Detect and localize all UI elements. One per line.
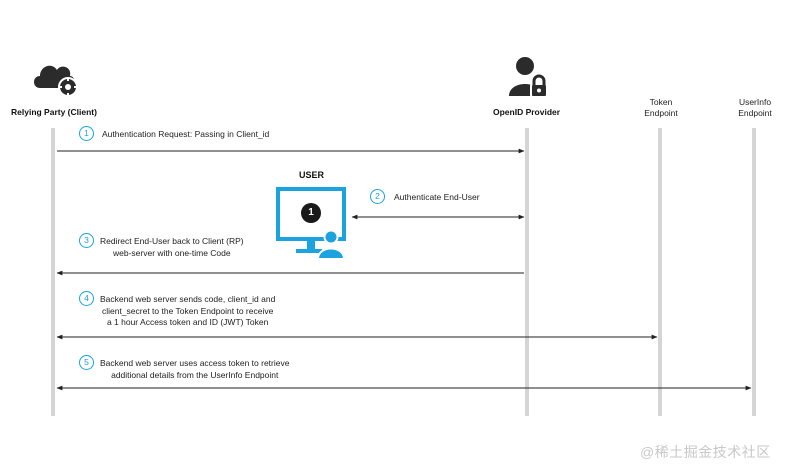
token-endpoint-label-line1: Token	[649, 97, 673, 107]
userinfo-endpoint-lifeline	[752, 128, 756, 416]
step-5-line-1: Backend web server uses access token to …	[100, 358, 290, 368]
token-endpoint-lifeline	[658, 128, 662, 416]
step-1-number: 1	[79, 126, 94, 141]
step-3-line-2: web-server with one-time Code	[112, 247, 231, 258]
step-3-line-1: Redirect End-User back to Client (RP)	[100, 236, 244, 246]
openid-provider-lifeline	[525, 128, 529, 416]
user-lock-icon	[509, 57, 548, 98]
step-3-number: 3	[79, 233, 94, 248]
step-4-line-2: client_secret to the Token Endpoint to r…	[101, 305, 274, 316]
step-4-text: Backend web server sends code, client_id…	[100, 294, 275, 329]
cloud-gear-icon	[34, 65, 78, 97]
step-5-text: Backend web server uses access token to …	[100, 358, 289, 381]
step-4-line-3: a 1 hour Access token and ID (JWT) Token	[106, 317, 269, 327]
token-endpoint-label-line2: Endpoint	[644, 108, 678, 118]
step-4-line-1: Backend web server sends code, client_id…	[100, 294, 276, 304]
step-5-line-2: additional details from the UserInfo End…	[111, 369, 279, 380]
relying-party-lifeline	[51, 128, 55, 416]
monitor-user-icon	[276, 187, 346, 260]
step-3-text: Redirect End-User back to Client (RP) we…	[100, 236, 244, 259]
userinfo-endpoint-label: UserInfo Endpoint	[724, 97, 786, 119]
token-endpoint-label: Token Endpoint	[630, 97, 692, 119]
user-label: USER	[299, 170, 325, 180]
user-badge-number: 1	[308, 207, 314, 218]
step-1-text: Authentication Request: Passing in Clien…	[102, 129, 270, 139]
step-5-number: 5	[79, 355, 94, 370]
openid-provider-label: OpenID Provider	[493, 107, 561, 117]
relying-party-label: Relying Party (Client)	[11, 107, 97, 117]
watermark: @稀土掘金技术社区	[640, 444, 771, 460]
step-4-number: 4	[79, 291, 94, 306]
step-2-number: 2	[370, 189, 385, 204]
userinfo-endpoint-label-line1: UserInfo	[738, 97, 772, 107]
step-2-text: Authenticate End-User	[394, 192, 480, 202]
userinfo-endpoint-label-line2: Endpoint	[738, 108, 772, 118]
